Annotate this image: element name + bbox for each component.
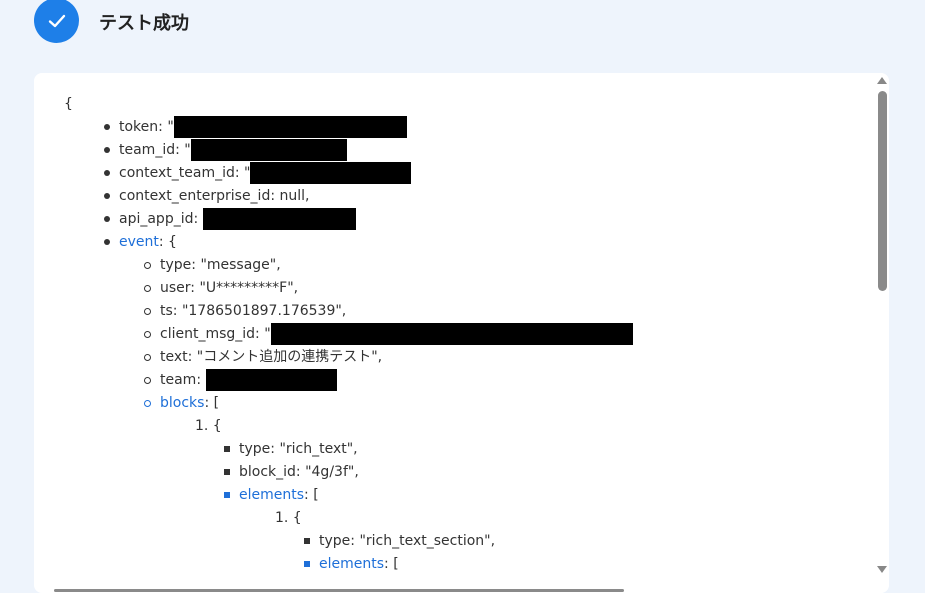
bullet-icon [144,376,151,384]
json-line-team: team: [64,369,633,392]
elements-key-link[interactable]: elements [239,487,305,503]
bullet-icon [104,124,110,130]
json-line-context-enterprise-id: context_enterprise_id: null, [64,185,633,208]
json-line-token: token: " [64,116,633,139]
bullet-icon [104,193,110,199]
bullet-icon [104,170,110,176]
bullet-icon [144,330,151,338]
json-line-event: event: { [64,231,633,254]
redacted-value [205,369,337,391]
redacted-value [190,139,347,161]
elements-2-key-link[interactable]: elements [319,556,385,572]
vertical-scrollbar[interactable] [875,73,889,593]
success-badge [34,0,79,43]
bullet-icon [224,469,230,475]
json-line-block-id: block_id: "4g/3f", [64,461,633,484]
bullet-icon [144,399,151,407]
json-line-block-item: 1. { [195,418,222,434]
arrow-down-icon[interactable] [877,566,887,573]
result-header: テスト成功 [0,0,925,60]
check-icon [48,14,65,27]
bullet-icon [104,216,110,222]
json-line-ts: ts: "1786501897.176539", [64,300,633,323]
json-line: { [64,96,73,112]
json-line-blocks: blocks: [ [64,392,633,415]
json-line-type: type: "message", [64,254,633,277]
bullet-icon [304,561,310,567]
json-line-team-id: team_id: " [64,139,633,162]
json-tree: { token: " team_id: " context_team_id: "… [64,93,633,576]
json-line-element-item: 1. { [275,510,302,526]
json-line-client-msg-id: client_msg_id: " [64,323,633,346]
json-line-elements-2: elements: [ [64,553,633,576]
bullet-icon [304,538,310,544]
bullet-icon [144,307,151,315]
json-line-user: user: "U*********F", [64,277,633,300]
scroll-thumb[interactable] [878,91,887,291]
json-line-section-type: type: "rich_text_section", [64,530,633,553]
bullet-icon [224,446,230,452]
json-line-elements: elements: [ [64,484,633,507]
horizontal-scrollbar[interactable] [34,588,889,593]
redacted-value [202,208,356,230]
bullet-icon [224,492,230,498]
json-line-text: text: "コメント追加の連携テスト", [64,346,633,369]
json-output-panel[interactable]: { token: " team_id: " context_team_id: "… [34,73,889,593]
horizontal-scroll-thumb[interactable] [54,589,624,592]
arrow-up-icon[interactable] [877,77,887,84]
json-line-context-team-id: context_team_id: " [64,162,633,185]
event-key-link[interactable]: event [119,234,159,250]
bullet-icon [144,261,151,269]
json-line-api-app-id: api_app_id: [64,208,633,231]
redacted-value [270,323,633,345]
page-title: テスト成功 [99,13,189,34]
bullet-icon [104,147,110,153]
json-line-block-type: type: "rich_text", [64,438,633,461]
bullet-icon [144,284,151,292]
redacted-value [173,116,407,138]
redacted-value [250,162,412,184]
blocks-key-link[interactable]: blocks [160,395,205,411]
bullet-icon [144,353,151,361]
bullet-icon [104,239,110,245]
